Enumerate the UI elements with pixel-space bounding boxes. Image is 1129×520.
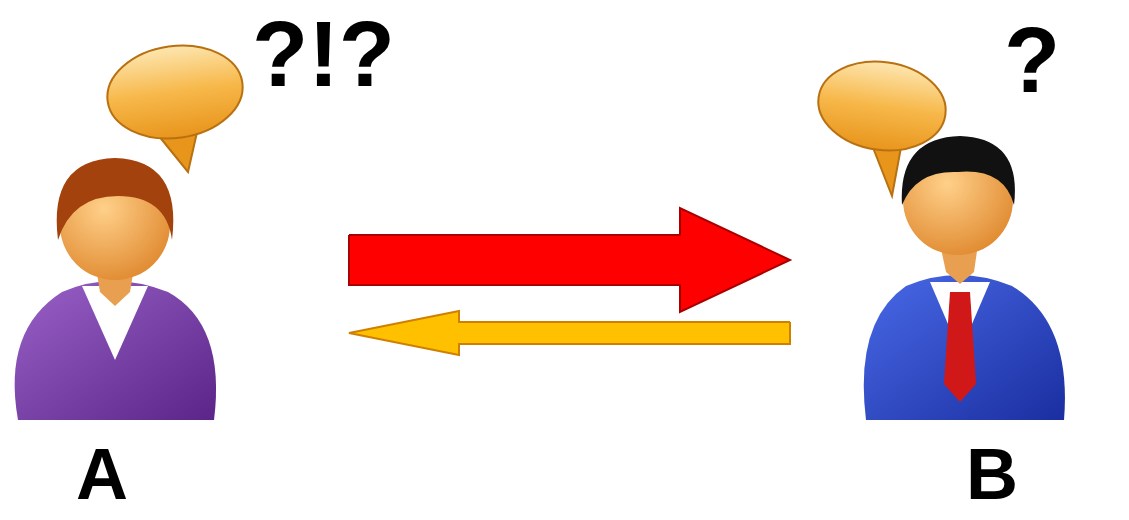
person-label: A <box>76 438 349 516</box>
speech-bubble <box>812 54 951 196</box>
person-b: B <box>790 140 1129 516</box>
speech-bubble <box>101 37 248 172</box>
man-figure <box>864 136 1065 420</box>
yellow-arrow <box>349 311 790 355</box>
woman-figure <box>15 158 216 420</box>
exclamation-mark: ? <box>1004 14 1060 106</box>
exclamation-mark: ?!? <box>252 8 395 100</box>
person-label: B <box>966 438 1129 516</box>
red-arrow <box>349 208 790 312</box>
person-a: A <box>0 140 349 516</box>
